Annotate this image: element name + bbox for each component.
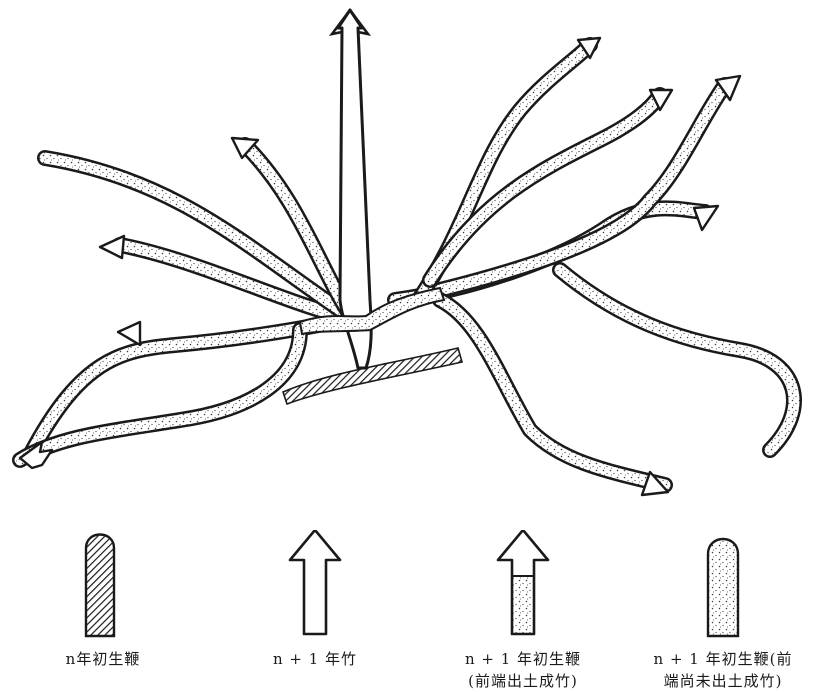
rhizome-diagram (0, 0, 825, 520)
legend-item-n-year-rhizome: n年初生鞭 (0, 530, 206, 690)
legend-item-n1-rhizome-underground: n + 1 年初生鞭(前端尚未出土成竹) (620, 530, 825, 690)
old-rhizome-hatched (283, 348, 462, 404)
legend-label: n + 1 年初生鞭(前端尚未出土成竹) (620, 648, 825, 692)
legend-item-n1-rhizome-emerged: n + 1 年初生鞭(前端出土成竹) (420, 530, 626, 690)
legend-label: n + 1 年初生鞭(前端出土成竹) (420, 648, 626, 692)
rhizome-fill (440, 300, 665, 485)
open-arrow-icon (212, 530, 418, 640)
rhizome-fill (560, 270, 794, 450)
hatched-rhizome-icon (0, 530, 206, 640)
legend-label: n年初生鞭 (0, 648, 206, 670)
legend-label: n + 1 年竹 (212, 648, 418, 670)
legend-item-n1-year-bamboo: n + 1 年竹 (212, 530, 418, 690)
arrow-over-dotted-icon (420, 530, 626, 640)
dotted-rhizomes (20, 45, 794, 485)
dotted-rhizome-icon (620, 530, 825, 640)
